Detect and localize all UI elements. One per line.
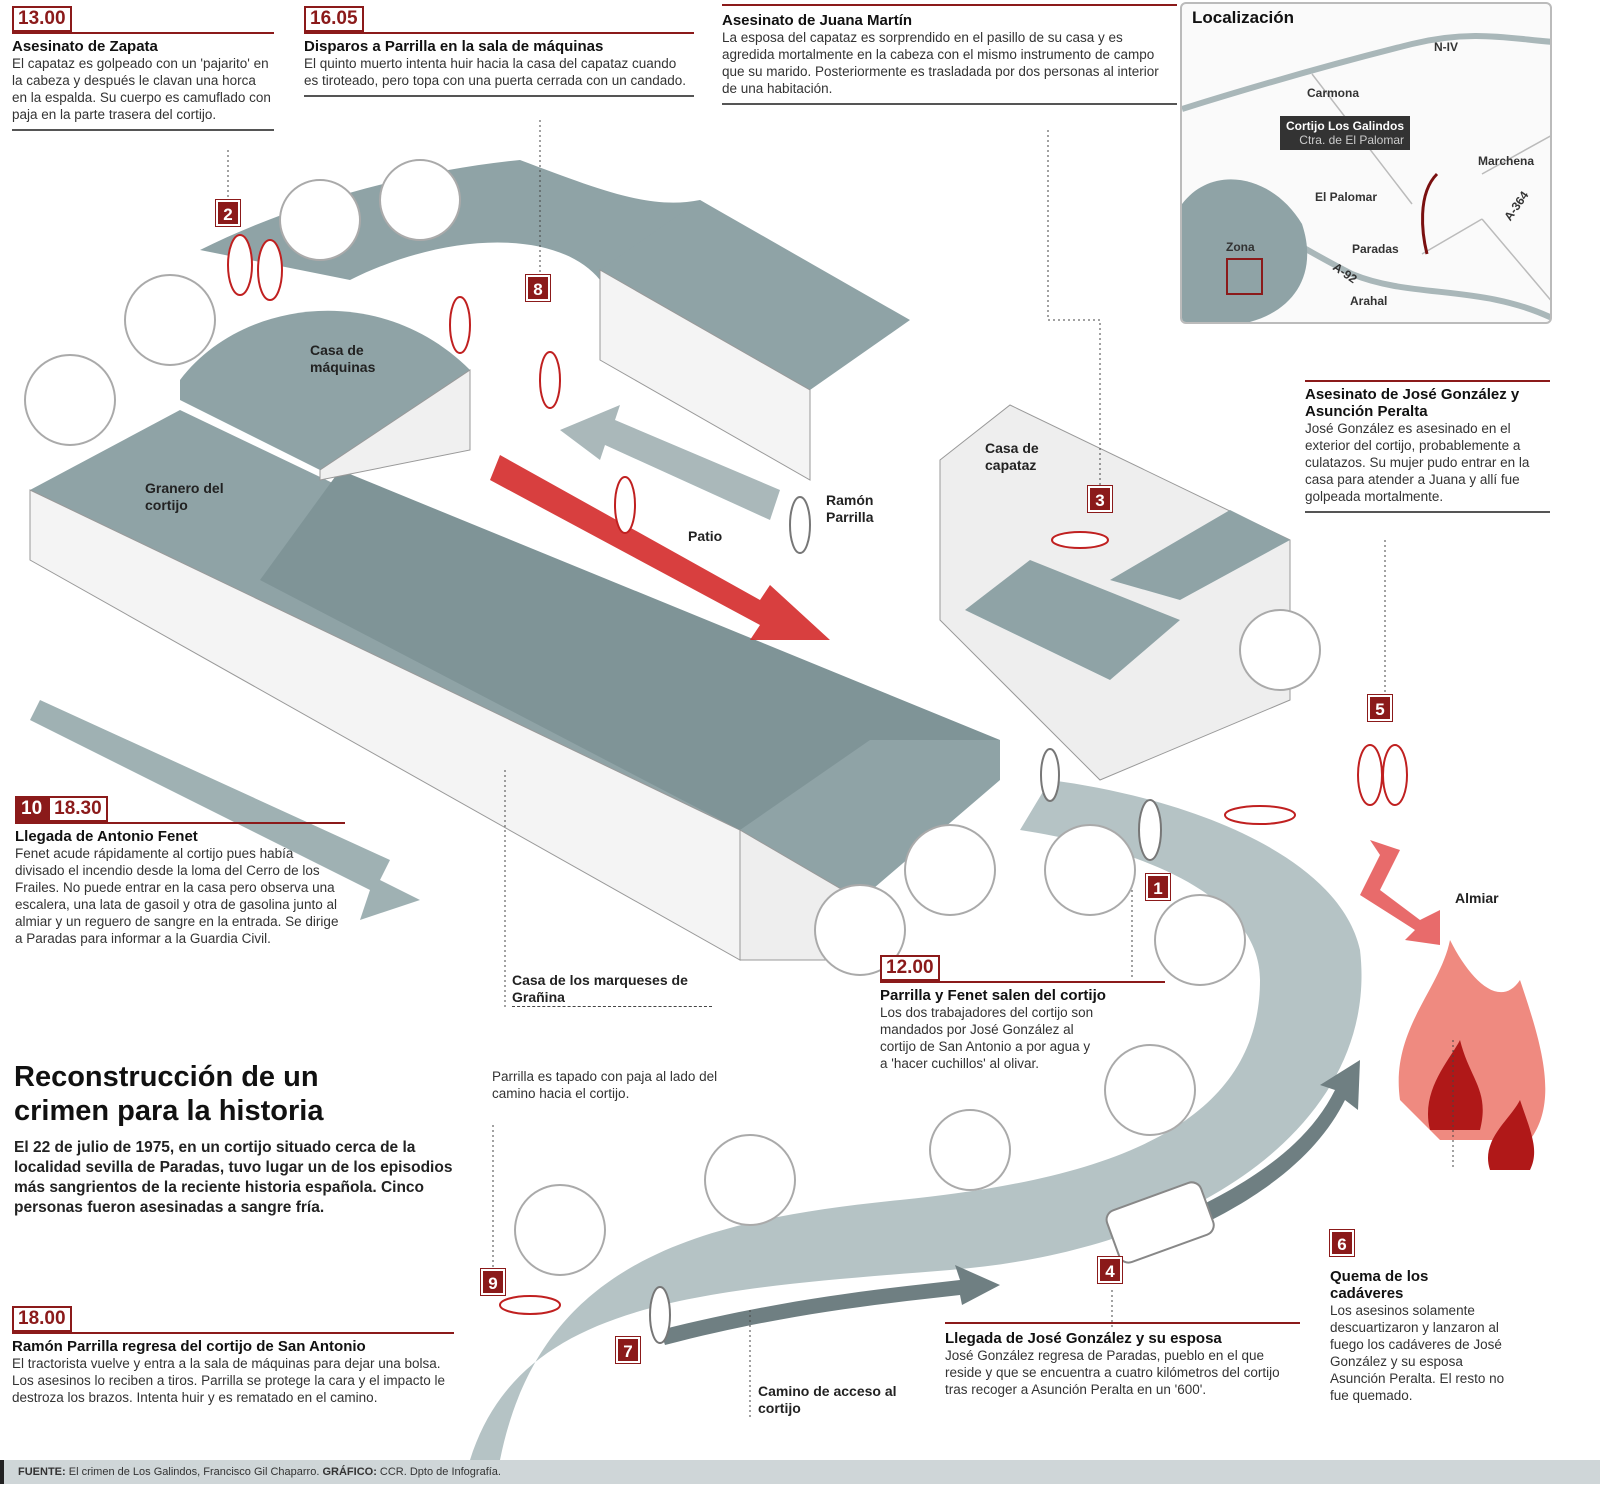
road-label: N-IV [1434, 40, 1458, 54]
map-roads [1182, 32, 1550, 322]
town-label: Arahal [1350, 294, 1388, 308]
marker-1: 1 [1146, 874, 1170, 900]
trees [24, 159, 1321, 1276]
label-marqueses: Casa de los marqueses de Grañina [512, 972, 712, 1007]
neutral-figures [649, 496, 1162, 1344]
label-almiar: Almiar [1455, 890, 1499, 906]
graphic-label: GRÁFICO: [322, 1466, 377, 1478]
event-title: Disparos a Parrilla en la sala de máquin… [304, 38, 604, 55]
road-arrow [660, 1265, 1000, 1345]
event-time: 13.00 [12, 6, 72, 32]
event-text: José González regresa de Paradas, pueblo… [945, 1348, 1280, 1397]
location-map: Localización N-IV A-92 A-364 Carmona El … [1180, 2, 1552, 324]
event-text: El tractorista vuelve y entra a la sala … [12, 1356, 445, 1405]
capataz-walls [939, 404, 1291, 781]
event-title: Quema de los cadáveres [1330, 1268, 1429, 1302]
marqueses-roof [740, 740, 1000, 900]
event-quema: Quema de los cadáveres Los asesinos sola… [1330, 1268, 1545, 1404]
event-title: Asesinato de Juana Martín [722, 12, 913, 29]
marker-4: 4 [1098, 1257, 1122, 1283]
marker-6: 6 [1330, 1230, 1354, 1256]
event-time: 18.00 [12, 1306, 72, 1332]
almiar-fire-inner [1427, 1040, 1535, 1170]
zone-label: Zona [1226, 240, 1255, 254]
event-number: 10 [15, 796, 49, 822]
label-camino: Camino de acceso al cortijo [758, 1383, 897, 1416]
rear-house-roof [600, 200, 910, 390]
label-casa-maquinas: Casa de máquinas [310, 342, 376, 375]
event-time: 12.00 [880, 955, 940, 981]
event-title: Asesinato de Zapata [12, 38, 158, 55]
event-juana: Asesinato de Juana Martín La esposa del … [722, 4, 1177, 105]
town-label: Carmona [1307, 86, 1360, 100]
town-label: Paradas [1352, 242, 1399, 256]
headline: Reconstrucción de un crimen para la hist… [14, 1060, 454, 1218]
map-callout: Cortijo Los Galindos Ctra. de El Palomar [1280, 116, 1411, 150]
town-label: El Palomar [1315, 190, 1378, 204]
casa-maquinas-roof [180, 310, 470, 470]
label-casa-capataz: Casa de capataz [985, 440, 1039, 473]
event-text: Los dos trabajadores del cortijo son man… [880, 1005, 1094, 1071]
event-time: 16.05 [304, 6, 364, 32]
footer-credits: FUENTE: El crimen de Los Galindos, Franc… [0, 1460, 1600, 1484]
source-label: FUENTE: [18, 1466, 66, 1478]
event-disparos: 16.05 Disparos a Parrilla en la sala de … [304, 6, 694, 97]
casa-maquinas-wall [319, 369, 471, 481]
note-tapado: Parrilla es tapado con paja al lado del … [492, 1069, 718, 1101]
event-title: Llegada de Antonio Fenet [15, 828, 198, 845]
event-salen: 12.00 Parrilla y Fenet salen del cortijo… [880, 955, 1165, 1072]
event-gonzalez: Asesinato de José González y Asunción Pe… [1305, 380, 1550, 513]
patio-gray-arrow [560, 405, 780, 520]
headline-intro: El 22 de julio de 1975, en un cortijo si… [14, 1139, 453, 1216]
event-llegada: Llegada de José González y su esposa Jos… [945, 1322, 1300, 1398]
figures [227, 234, 1408, 1315]
event-text: Fenet acude rápidamente al cortijo pues … [15, 846, 339, 946]
capataz-roof-2 [1110, 510, 1290, 600]
marker-5: 5 [1368, 695, 1392, 721]
map-title: Localización [1192, 8, 1295, 27]
leader-lines [227, 120, 1454, 1420]
tractor-arrow [30, 700, 420, 920]
headline-title: Reconstrucción de un crimen para la hist… [14, 1061, 324, 1127]
patio-red-arrow [490, 455, 830, 640]
marker-2: 2 [216, 200, 240, 226]
rear-house-wall [599, 269, 811, 481]
event-text: El capataz es golpeado con un 'pajarito'… [12, 55, 274, 131]
event-text: La esposa del capataz es sorprendido en … [722, 29, 1177, 105]
graphic-text: CCR. Dpto de Infografía. [379, 1466, 501, 1478]
capataz-roof [965, 560, 1180, 680]
event-title: Ramón Parrilla regresa del cortijo de Sa… [12, 1338, 366, 1355]
event-text: El quinto muerto intenta huir hacia la c… [304, 55, 694, 97]
label-ramon: Ramón Parrilla [826, 492, 874, 525]
event-title: Parrilla y Fenet salen del cortijo [880, 987, 1106, 1004]
event-title: Asesinato de José González y Asunción Pe… [1305, 386, 1520, 420]
access-road [470, 780, 1362, 1460]
marker-7: 7 [616, 1337, 640, 1363]
event-title: Llegada de José González y su esposa [945, 1330, 1222, 1347]
event-time: 18.30 [48, 796, 108, 822]
event-text: José González es asesinado en el exterio… [1305, 420, 1550, 513]
source-text: El crimen de Los Galindos, Francisco Gil… [68, 1466, 320, 1478]
callout-title: Cortijo Los Galindos [1286, 119, 1405, 133]
car [1105, 1181, 1215, 1264]
event-regresa: 18.00 Ramón Parrilla regresa del cortijo… [12, 1306, 454, 1406]
marker-3: 3 [1088, 486, 1112, 512]
front-roof [260, 470, 1000, 830]
marker-9: 9 [481, 1269, 505, 1295]
town-label: Marchena [1478, 154, 1535, 168]
label-patio: Patio [688, 528, 723, 544]
event-zapata: 13.00 Asesinato de Zapata El capataz es … [12, 6, 274, 131]
marker-8: 8 [526, 275, 550, 301]
callout-sub: Ctra. de El Palomar [1299, 133, 1405, 147]
label-granero: Granero del cortijo [145, 480, 224, 513]
red-squiggle-arrow [1360, 840, 1440, 945]
event-text: Los asesinos solamente descuartizaron y … [1330, 1303, 1505, 1403]
